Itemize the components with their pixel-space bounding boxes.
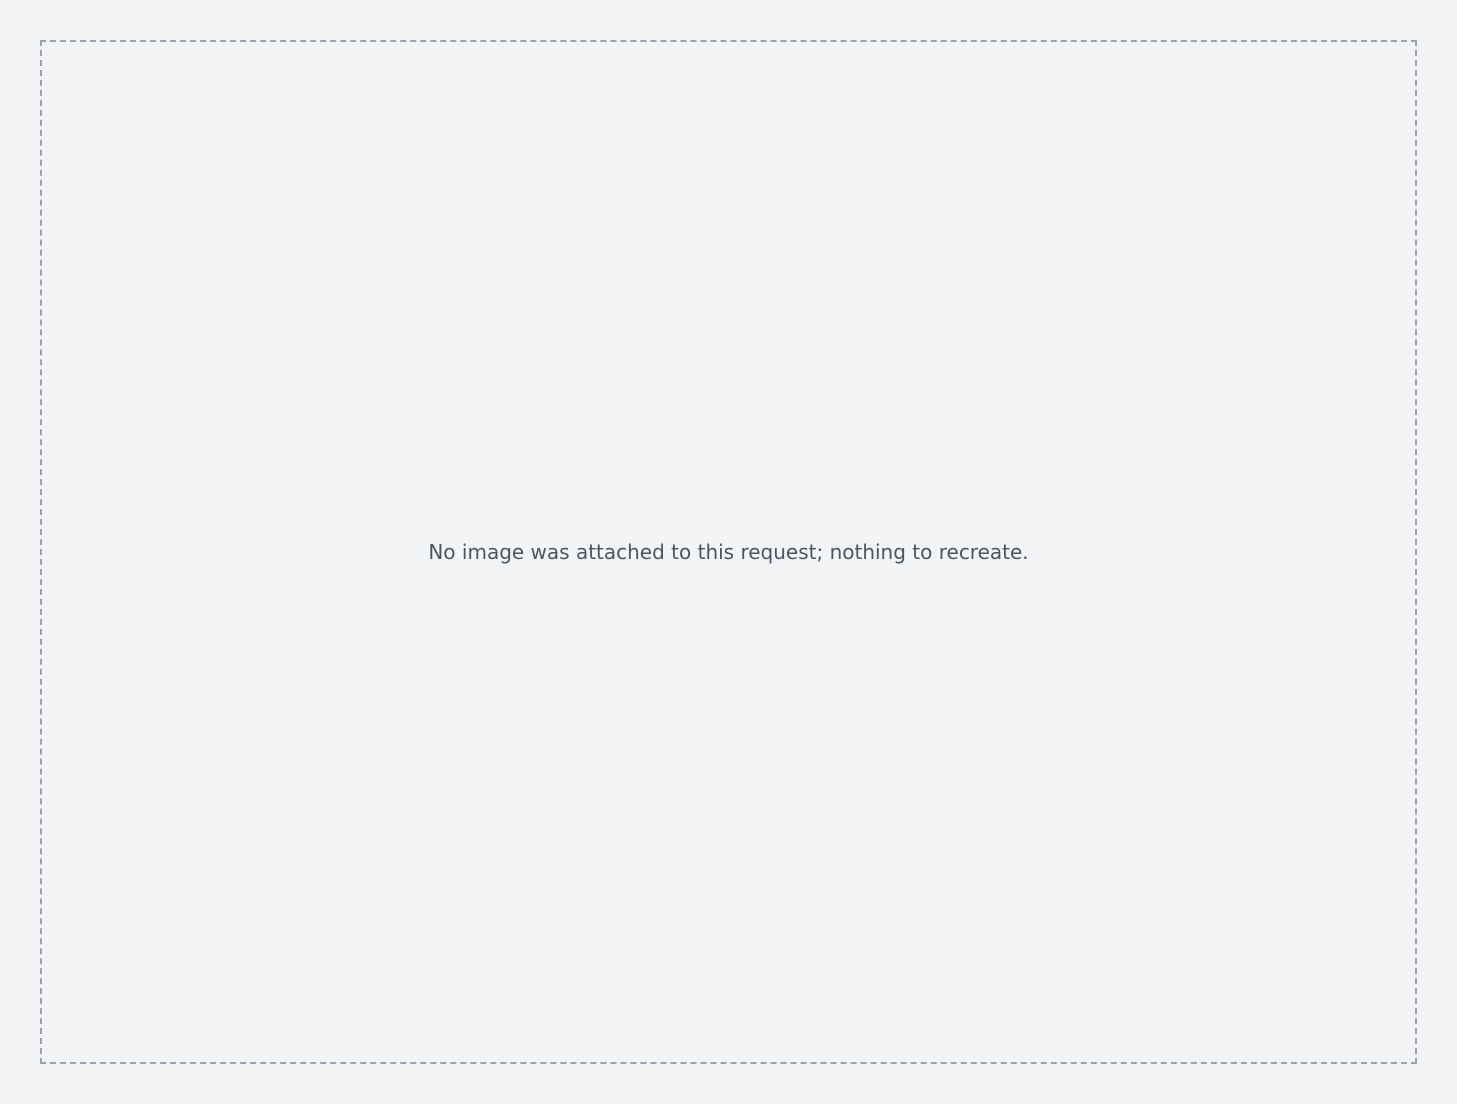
notice-text: No image was attached to this request; n… bbox=[428, 540, 1029, 564]
missing-image-placeholder: No image was attached to this request; n… bbox=[40, 40, 1417, 1064]
